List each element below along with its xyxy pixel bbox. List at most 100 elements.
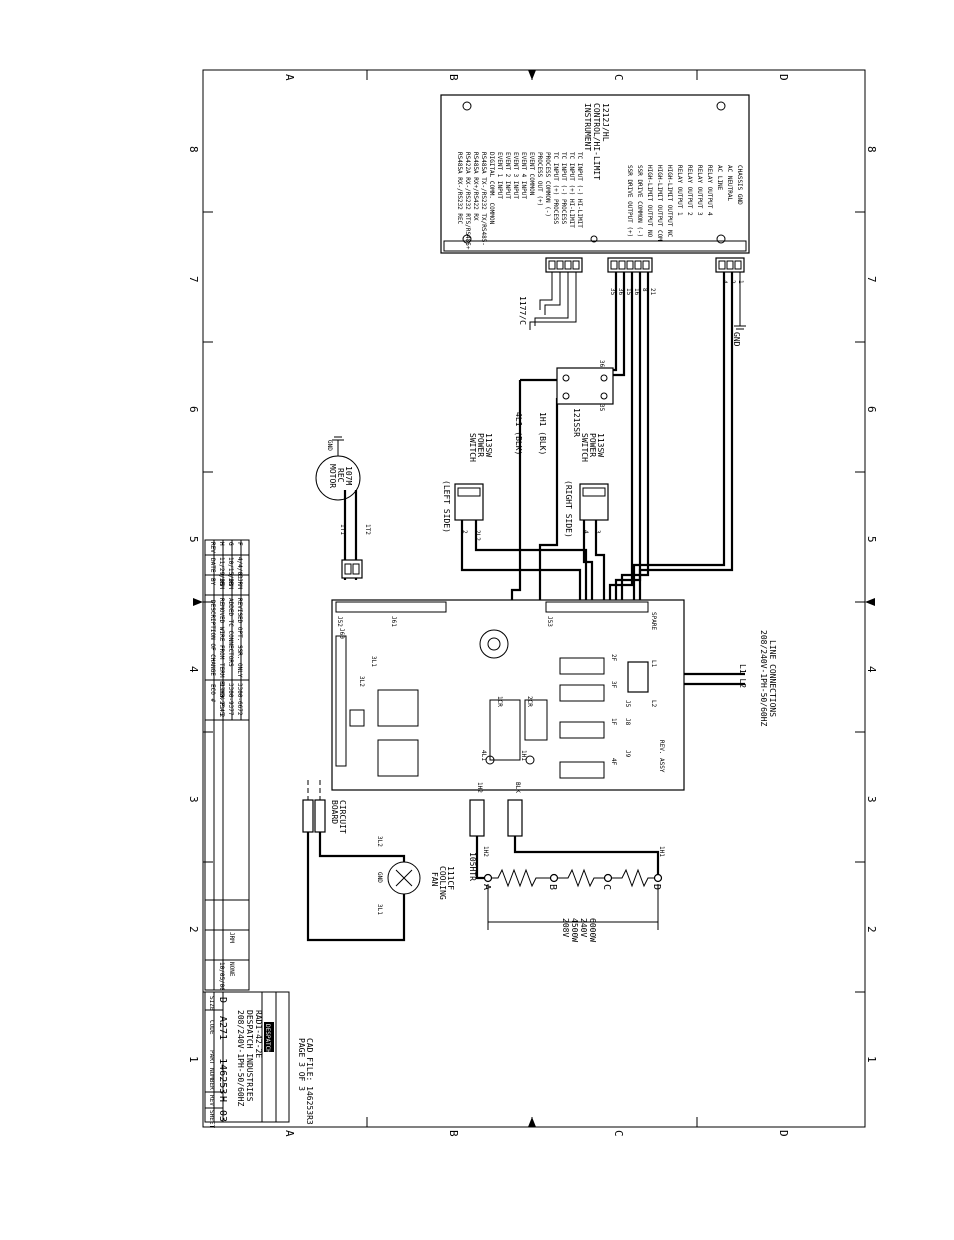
fan-3l1-label: 3L1 — [376, 904, 383, 915]
tc-wire — [539, 272, 553, 310]
board-label: 1H2 — [476, 782, 483, 793]
board-label: 2F — [610, 654, 617, 662]
heater-node-b — [549, 873, 559, 883]
field-sheet: SHEET — [208, 1110, 215, 1128]
motor-label-2: MOTOR — [328, 464, 337, 488]
line-connections-0: LINE CONNECTIONS — [768, 640, 777, 717]
fan-label-2: FAN — [430, 872, 439, 887]
connector-power — [715, 257, 745, 273]
switch-left-term-1: 2L2 — [474, 530, 481, 541]
motor-label-0: 107M — [344, 466, 353, 485]
board-terminal-strip-j52 — [335, 601, 447, 613]
switch-left-body — [454, 483, 484, 521]
revision-by: JRM — [236, 578, 243, 589]
instrument-terminal-left: PROCESS OUT (+) — [536, 152, 543, 206]
board-terminal-strip-j53 — [545, 601, 649, 613]
revision-header: BY — [209, 578, 216, 586]
instrument-terminal-left: RS485A RX+/RS422 RX — [472, 152, 479, 221]
instrument-terminal-right: CHASSIS GND — [736, 165, 743, 205]
heater-node-a — [483, 873, 493, 883]
revision-rev: G — [227, 542, 234, 546]
board-label: 3L2 — [358, 676, 365, 687]
revision-date: 10/15/03 — [227, 557, 234, 586]
instrument-terminal-right: RELAY OUTPUT 3 — [696, 165, 703, 216]
grid-row-r-5: 3 — [865, 796, 878, 803]
ssr-label: 121SSR — [572, 408, 581, 437]
revision-desc: REVISED OPT. SSR. ONLY — [236, 598, 243, 678]
instrument-terminal-right: RELAY OUTPUT 4 — [706, 165, 713, 216]
revision-header: DESCRIPTION OF CHANGE — [209, 600, 216, 676]
company-name: DESPATCH — [264, 1024, 271, 1053]
heater-label: 105HTR — [468, 852, 477, 881]
fan-wire-3l2 — [318, 832, 406, 862]
revision-rev: H — [218, 542, 225, 546]
instrument-terminal-left: EVENT 2 INPUT — [504, 152, 511, 199]
wire-4l1-label: 4L1 (BLK) — [514, 412, 523, 455]
line-connections-1: 208/240V-1PH-50/60HZ — [759, 630, 768, 727]
switch-right-term-1: 3 — [594, 530, 601, 534]
gnd-label: GND — [732, 332, 741, 347]
rev-assy-label: REV. ASSY — [658, 740, 665, 773]
wire-out-16 — [608, 272, 634, 600]
title-block-outline — [204, 991, 290, 1123]
field-code: CODE — [208, 1020, 215, 1035]
board-buzzer-inner — [487, 637, 501, 651]
board-label: L1 — [650, 660, 657, 668]
drawn-value: JRM — [228, 932, 235, 943]
instrument-box — [440, 94, 750, 254]
grid-col-top-2: C — [612, 74, 625, 81]
motor-label-1: REC — [336, 468, 345, 483]
instrument-mount-hole — [462, 101, 472, 111]
tc-plug-pin — [556, 260, 564, 270]
instrument-terminal-right: HIGH-LIMIT OUTPUT COM — [656, 165, 663, 241]
heater-point-b: B — [547, 884, 558, 890]
revision-header: REV — [209, 542, 216, 553]
board-label: 3F — [610, 681, 617, 689]
watts-2: 4500W — [570, 918, 579, 942]
grid-col-top-3: D — [777, 74, 790, 81]
grid-row-l-6: 2 — [187, 926, 200, 933]
wire-sw-right-3 — [594, 520, 606, 600]
grid-col-bot-1: B — [447, 1130, 460, 1137]
instrument-terminal-left: TC INPUT (+) HI-LIMIT — [568, 152, 575, 228]
instrument-mount-hole — [716, 101, 726, 111]
heater-node-c — [603, 873, 613, 883]
drawing-number: A271 - 146253 — [217, 1016, 228, 1094]
instrument-terminal-left: EVENT COMMON — [528, 152, 535, 196]
grid-row-r-1: 7 — [865, 276, 878, 283]
instrument-terminal-left: TC INPUT (+) PROCESS — [552, 152, 559, 225]
ssr-terminal — [562, 374, 570, 382]
board-label: 2CR — [526, 696, 533, 707]
grid-row-l-5: 3 — [187, 796, 200, 803]
thermocouple: 1177/C — [518, 272, 577, 330]
wire-out-8 — [614, 272, 642, 600]
instrument-terminal-left: EVENT 1 INPUT — [496, 152, 503, 199]
switch-right-side: (RIGHT SIDE) — [564, 480, 573, 538]
fan-plug-3l2 — [314, 799, 326, 833]
board-label: 1F — [610, 718, 617, 726]
cad-file-label: CAD FILE: 146253R3 — [305, 1038, 314, 1125]
transformer-2 — [377, 739, 419, 777]
grid-col-top-0: A — [283, 74, 296, 81]
board-terminal-1h1 — [525, 755, 535, 765]
tc-wire — [529, 272, 577, 330]
field-part-number: PART NUMBER — [208, 1050, 215, 1090]
wire-sw-right-4 — [582, 520, 594, 600]
output-plug-pin — [634, 260, 642, 270]
instrument: 1212J/HL CONTROL/HI-LIMIT INSTRUMENT CHA… — [440, 94, 750, 254]
board-label: 3L1 — [370, 656, 377, 667]
grid-labels: A B C D A B C D 8 7 6 5 4 3 2 1 8 7 6 5 … — [187, 74, 878, 1137]
revision-eco: 3300-9377 — [227, 683, 234, 716]
grid-row-l-0: 8 — [187, 146, 200, 153]
fan-body — [387, 861, 421, 895]
instrument-mount-hole — [462, 234, 472, 244]
grid-col-bot-0: A — [283, 1130, 296, 1137]
instrument-terminal-left: RS422A RX-/RS232 RTS/RS485+ — [464, 152, 471, 250]
wire-1h2 — [475, 836, 488, 880]
instrument-terminal-right: HIGH-LIMIT OUTPUT NO — [646, 165, 653, 238]
drawing-size: D — [217, 997, 228, 1003]
grid-row-r-3: 5 — [865, 536, 878, 543]
ssr-term-1: 35 — [598, 404, 605, 412]
grid-row-l-2: 6 — [187, 406, 200, 413]
